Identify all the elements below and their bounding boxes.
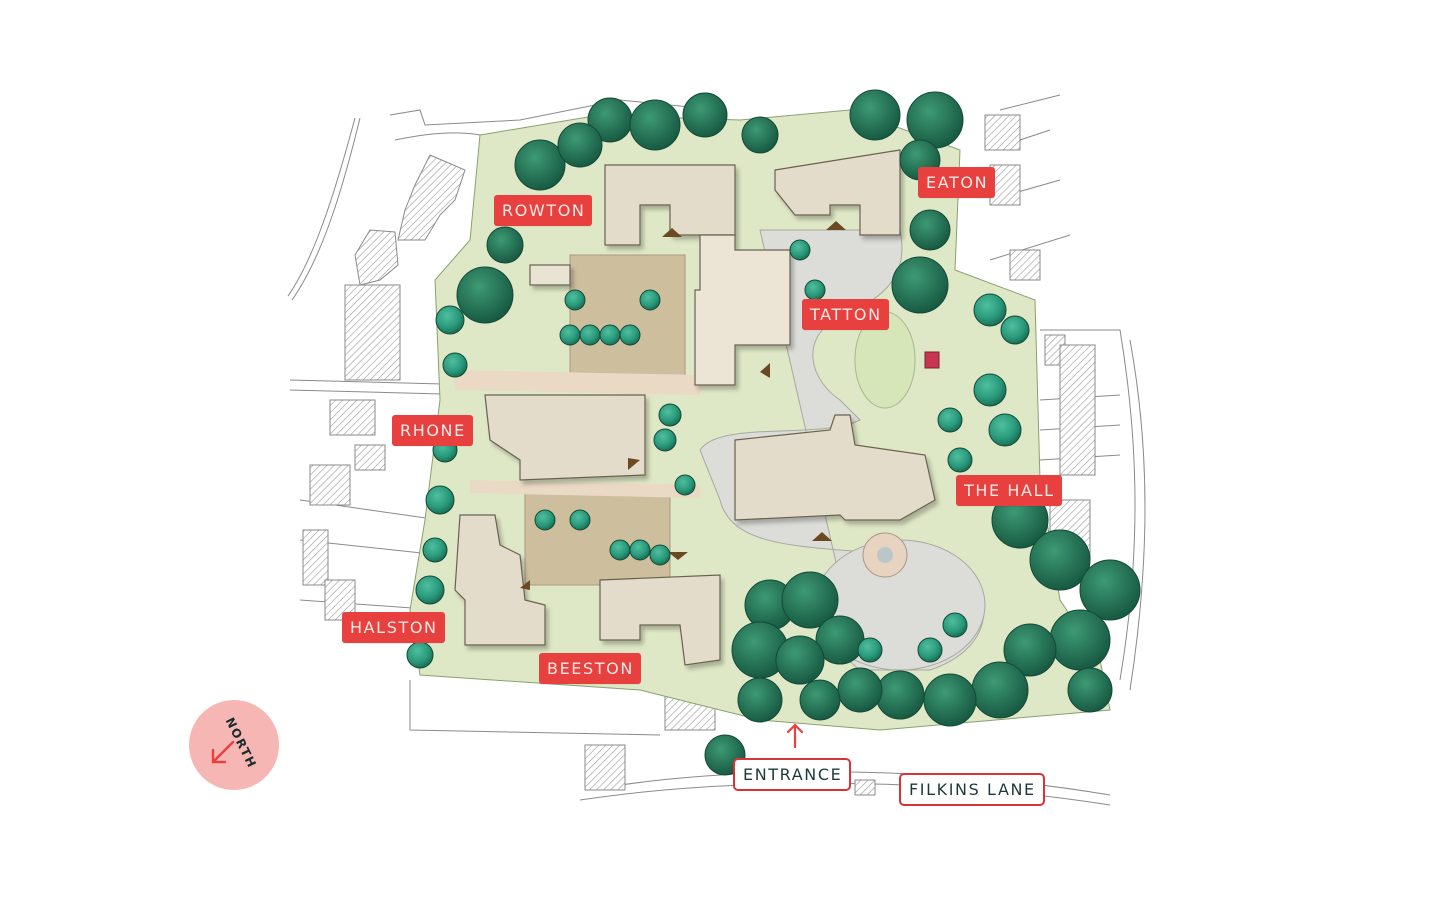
north-compass: NORTH xyxy=(189,700,279,790)
label-the-hall[interactable]: THE HALL xyxy=(956,475,1062,506)
label-filkins-lane[interactable]: FILKINS LANE xyxy=(899,773,1045,806)
label-halston[interactable]: HALSTON xyxy=(342,612,445,643)
building-rowton xyxy=(604,164,791,386)
context-linework xyxy=(287,94,1146,806)
gazebo xyxy=(924,351,940,369)
label-eaton[interactable]: EATON xyxy=(918,167,996,198)
label-rowton[interactable]: ROWTON xyxy=(494,195,593,226)
label-rhone[interactable]: RHONE xyxy=(392,415,473,446)
north-arrow-icon xyxy=(211,740,235,764)
neighbouring-houses xyxy=(302,114,1096,796)
building-halston xyxy=(454,514,546,646)
building-the-hall xyxy=(734,414,936,521)
building-rhone xyxy=(484,394,646,481)
label-beeston[interactable]: BEESTON xyxy=(539,653,641,684)
buildings xyxy=(454,149,936,666)
label-entrance[interactable]: ENTRANCE xyxy=(733,758,852,791)
building-beeston xyxy=(599,574,721,666)
roads xyxy=(455,229,986,671)
building-eaton xyxy=(774,149,901,236)
entrance-markers xyxy=(520,221,846,590)
label-tatton[interactable]: TATTON xyxy=(802,299,889,330)
trees xyxy=(406,89,1141,776)
entrance-arrow-icon xyxy=(786,723,804,748)
